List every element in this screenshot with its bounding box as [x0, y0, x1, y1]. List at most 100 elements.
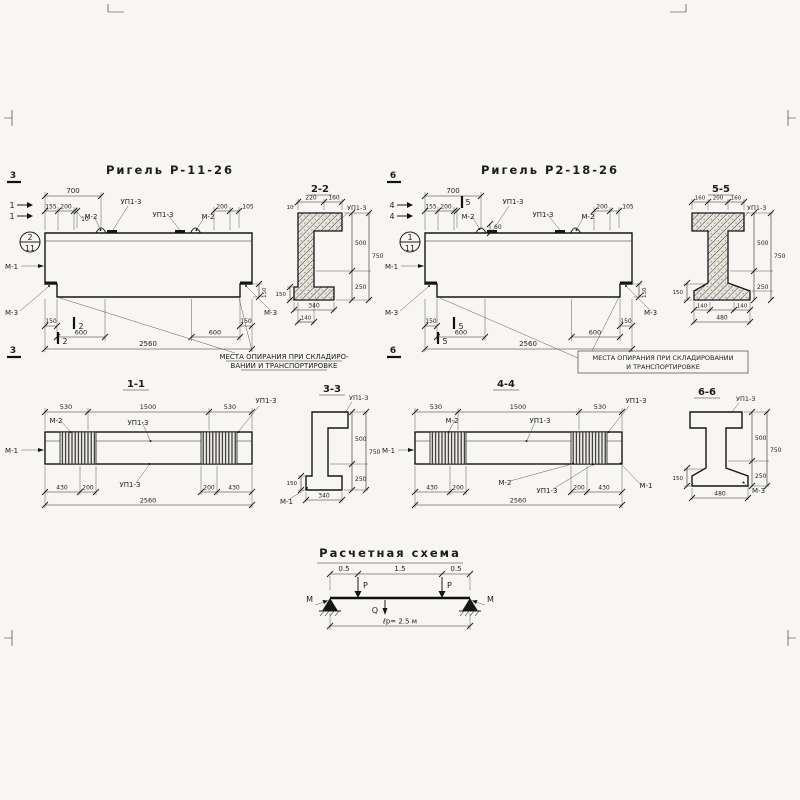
dim-530: 530	[430, 403, 442, 411]
leader-dot	[428, 285, 430, 287]
registration-marks	[4, 4, 796, 646]
callout-line1: МЕСТА ОПИРАНИЯ ПРИ СКЛАДИРО-	[219, 353, 349, 361]
dim-ticks	[348, 209, 356, 304]
leader	[626, 286, 652, 312]
dim-ticks	[763, 408, 771, 490]
label-m3: М-3	[5, 309, 18, 317]
leader	[93, 215, 101, 230]
section-title: 2-2	[311, 184, 329, 195]
dim-ticks	[590, 207, 623, 215]
support-right	[462, 598, 478, 611]
label-up13: УП1-3	[347, 204, 366, 212]
leader	[448, 419, 456, 432]
section-body	[689, 411, 749, 487]
dim-530: 530	[60, 403, 72, 411]
extension-lines	[297, 199, 343, 210]
dim-105: 105	[242, 204, 254, 211]
dim-ticks	[290, 306, 338, 314]
leader	[743, 211, 750, 218]
leader	[135, 464, 150, 484]
callout-line2: ВАНИИ И ТРАНСПОРТИРОВКЕ	[231, 362, 338, 370]
ground-hatch	[319, 610, 340, 617]
dim-150: 150	[287, 481, 298, 487]
dim-ticks	[635, 280, 643, 301]
leader	[399, 286, 429, 312]
dim-160: 160	[695, 196, 706, 202]
leader-dot	[195, 229, 198, 231]
view-arrowhead	[407, 202, 413, 208]
dim-ticks	[210, 207, 243, 215]
label-up13: УП1-3	[747, 204, 766, 212]
label-m2: М-2	[445, 417, 458, 425]
dim-ticks	[421, 192, 485, 200]
extension-lines	[414, 466, 623, 508]
leader	[743, 482, 751, 490]
dim-530: 530	[594, 403, 606, 411]
leader	[552, 464, 593, 490]
dim-ticks	[748, 408, 756, 490]
dim-ticks	[41, 207, 81, 215]
dim-340: 340	[318, 493, 330, 500]
extension-lines	[728, 411, 769, 487]
extension-lines	[253, 283, 262, 298]
load-label-p: Р	[363, 581, 368, 590]
dim-200: 200	[216, 204, 228, 211]
dim-700: 700	[66, 187, 79, 195]
leader	[509, 463, 573, 482]
dim-480: 480	[716, 315, 728, 322]
dim-ticks	[688, 494, 752, 502]
callout-underline	[226, 360, 342, 371]
dim-530: 530	[224, 403, 236, 411]
dim-200: 200	[82, 485, 94, 492]
label-m1: М-1	[639, 482, 652, 490]
extension-lines	[44, 408, 253, 430]
leader	[59, 419, 71, 432]
leader	[112, 205, 129, 231]
dim-2560: 2560	[510, 497, 527, 505]
dim-140: 140	[301, 316, 312, 322]
leader-dot	[245, 285, 247, 287]
dim-ticks	[690, 306, 754, 314]
dim-ticks	[683, 279, 691, 304]
registration-mark	[4, 110, 13, 126]
dim-2560: 2560	[519, 340, 537, 348]
dim-500: 500	[757, 240, 769, 247]
girder-left-beam	[44, 227, 253, 298]
registration-mark	[4, 630, 13, 646]
dim-200: 200	[440, 204, 452, 211]
dim-430: 430	[598, 485, 610, 492]
dim-600: 600	[455, 329, 467, 337]
leader	[19, 286, 49, 312]
registration-mark	[787, 630, 796, 646]
dim-10: 10	[81, 216, 89, 223]
leader-dot	[237, 431, 240, 433]
badge-number: 2	[27, 233, 32, 242]
section-mark-bottom: 6	[390, 346, 396, 356]
label-up13: УП1-3	[626, 397, 647, 405]
callout-leaders	[439, 296, 620, 359]
view-4-4: 4-4 530 1500 530 М-2 УП1-3 УП1-3 М-1 М-2…	[382, 379, 653, 509]
cut-label: 5	[442, 337, 447, 346]
leader	[576, 215, 585, 230]
dim-430: 430	[56, 485, 68, 492]
moment-label-m: М	[487, 595, 494, 604]
label-m1: М-1	[5, 263, 18, 271]
view-arrowhead	[27, 202, 33, 208]
dim-ticks	[326, 570, 474, 578]
view-1-1: 1-1 530 1500 530 М-2 УП1-3 УП1-3 М-1 УП1…	[5, 379, 276, 509]
dim-ticks	[750, 209, 758, 304]
dim-ticks	[683, 464, 691, 490]
dim-750: 750	[774, 253, 786, 260]
leader	[166, 213, 181, 231]
dim-105: 105	[622, 204, 634, 211]
leader-dot	[48, 285, 50, 287]
extension-lines	[691, 199, 745, 210]
leader-dot	[149, 440, 152, 442]
dim-750: 750	[372, 253, 384, 260]
dim-ticks	[297, 472, 305, 494]
dim-500: 500	[355, 240, 367, 247]
registration-mark	[787, 110, 796, 126]
leader	[526, 419, 537, 441]
dim-ticks	[41, 192, 105, 200]
